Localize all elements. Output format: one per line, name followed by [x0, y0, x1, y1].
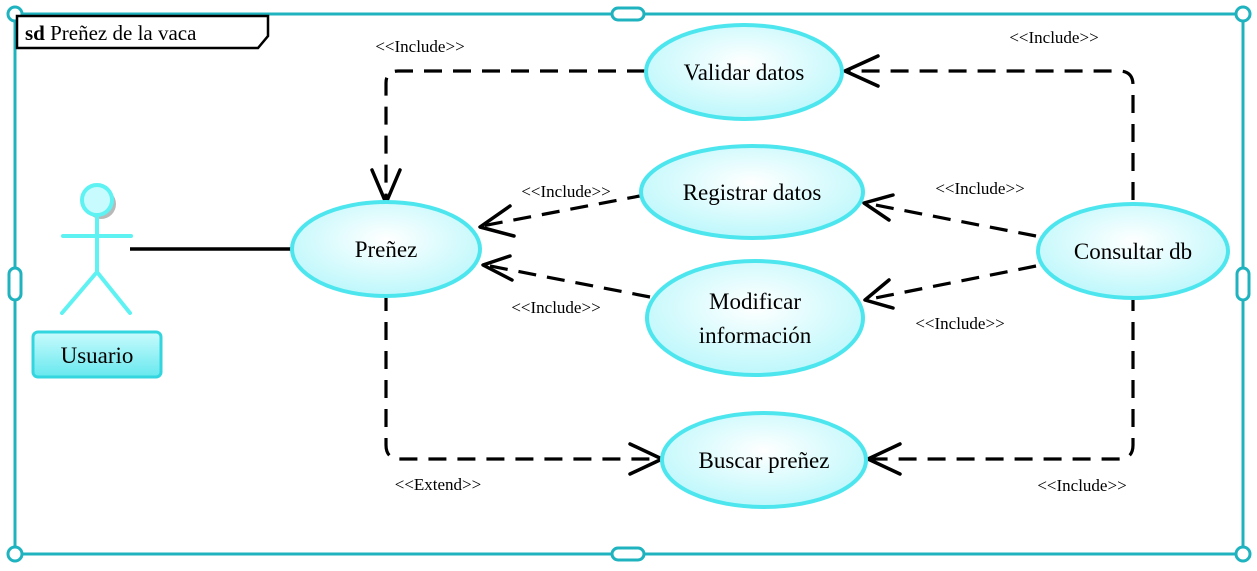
edge-modificar-prenez	[484, 263, 651, 299]
frame-title: Preñez de la vaca	[50, 21, 197, 45]
use-case-buscar-prenez[interactable]: Buscar preñez	[660, 411, 868, 509]
use-case-registrar-datos[interactable]: Registrar datos	[639, 144, 865, 240]
use-case-prenez[interactable]: Preñez	[290, 200, 482, 298]
relationship-labels: <<Include>> <<Include>> <<Include>> <<In…	[375, 28, 1126, 495]
arrowhead-into-modificar	[863, 278, 895, 310]
frame-keyword: sd	[25, 21, 45, 45]
svg-text:sd Preñez de la vaca: sd Preñez de la vaca	[25, 21, 197, 45]
arrowhead-into-prenez-upper	[478, 204, 516, 238]
arrowhead-into-registrar	[862, 193, 895, 222]
use-case-label-modificar-line1: Modificar	[709, 289, 801, 314]
edge-consultar-modificar	[864, 264, 1037, 302]
label-consultar-modificar: <<Include>>	[915, 314, 1004, 333]
handle-bottom-right[interactable]	[1234, 545, 1252, 563]
handle-top-right[interactable]	[1234, 5, 1252, 23]
label-consultar-buscar: <<Include>>	[1037, 476, 1126, 495]
arrowhead-into-prenez-lower	[481, 254, 514, 282]
label-consultar-validar: <<Include>>	[1009, 28, 1098, 47]
handle-left-middle[interactable]	[7, 266, 23, 302]
edge-consultar-buscar	[868, 293, 1135, 461]
use-case-validar-datos[interactable]: Validar datos	[644, 23, 844, 121]
use-case-consultar-db[interactable]: Consultar db	[1036, 202, 1230, 300]
arrowhead-into-validar	[843, 54, 880, 88]
actor-head	[80, 183, 114, 217]
frame-title-tab: sd Preñez de la vaca	[15, 14, 270, 50]
use-case-label-buscar-prenez: Buscar preñez	[699, 448, 830, 473]
use-case-label-validar-datos: Validar datos	[684, 60, 805, 85]
relationship-lines	[384, 69, 1135, 461]
use-case-label-consultar-db: Consultar db	[1074, 239, 1192, 264]
handle-right-middle[interactable]	[1235, 266, 1251, 302]
label-validar-prenez: <<Include>>	[375, 37, 464, 56]
arrowhead-into-buscar-include	[866, 442, 902, 476]
label-registrar-prenez: <<Include>>	[521, 182, 610, 201]
actor-label-box	[31, 330, 163, 379]
handle-bottom-middle[interactable]	[610, 546, 646, 562]
edge-consultar-validar	[845, 69, 1135, 200]
label-modificar-prenez: <<Include>>	[511, 298, 600, 317]
use-case-label-modificar-line2: información	[699, 323, 812, 348]
label-consultar-registrar: <<Include>>	[935, 179, 1024, 198]
handle-top-middle[interactable]	[610, 6, 646, 22]
edge-prenez-buscar	[384, 293, 660, 461]
label-prenez-buscar: <<Extend>>	[395, 475, 482, 494]
edge-consultar-registrar	[864, 201, 1037, 238]
use-case-label-registrar-datos: Registrar datos	[683, 180, 822, 205]
actor-label: Usuario	[61, 343, 134, 368]
use-case-label-prenez: Preñez	[355, 237, 418, 262]
edge-validar-prenez	[384, 69, 645, 200]
actor-usuario[interactable]: Usuario	[31, 183, 163, 379]
frame-resize-handles[interactable]	[6, 5, 1252, 563]
use-case-modificar-informacion[interactable]: Modificar información	[645, 259, 865, 377]
actor-body	[60, 213, 133, 315]
handle-bottom-left[interactable]	[6, 545, 24, 563]
